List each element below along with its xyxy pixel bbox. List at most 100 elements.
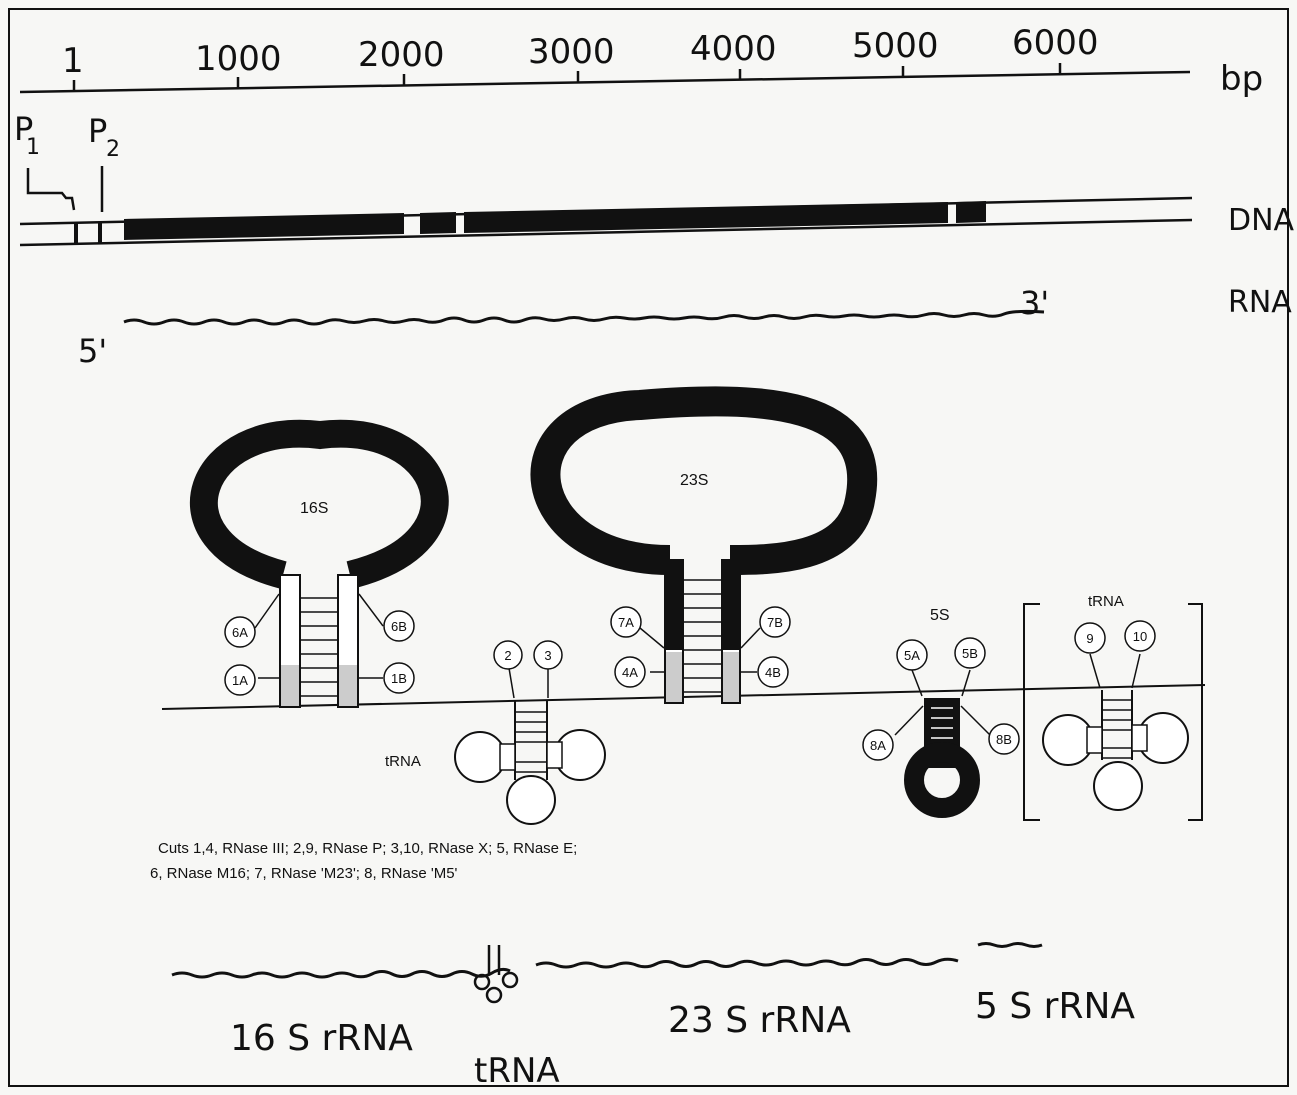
loop-16s-ring — [190, 419, 449, 589]
caption: Cuts 1,4, RNase III; 2,9, RNase P; 3,10,… — [150, 840, 577, 882]
svg-text:5A: 5A — [904, 648, 920, 663]
stem-16s-right-dotted — [339, 665, 357, 706]
scale-unit-label: bp — [1220, 59, 1263, 99]
trna-bracket-left — [1023, 603, 1040, 821]
bp-scale — [19, 63, 1191, 94]
transcript-5prime-label: 5' — [78, 332, 107, 370]
cut-site-5a: 5A — [896, 639, 928, 671]
cut-site-5b: 5B — [954, 637, 986, 669]
svg-text:9: 9 — [1086, 631, 1093, 646]
dna-strand-bottom — [19, 218, 1193, 247]
svg-text:1B: 1B — [391, 671, 407, 686]
stem-23s-left-dotted — [666, 652, 682, 702]
svg-text:4B: 4B — [765, 665, 781, 680]
svg-text:8B: 8B — [996, 732, 1012, 747]
svg-text:7A: 7A — [618, 615, 634, 630]
scale-label-1000: 1000 — [195, 39, 282, 79]
cut-site-labels: 6A 6B 1A 1B 2 3 7A 7B 4A 4B 5A 5B 8A 8B … — [224, 606, 1156, 761]
trna-spacer-anticodon-loop — [506, 775, 556, 825]
product-trna-glyph — [473, 945, 519, 1004]
primary-transcript: 5' 3' RNA — [78, 284, 1292, 370]
label-23s: 23S — [680, 472, 708, 489]
label-trna-distal: tRNA — [1088, 593, 1124, 610]
product-23s-label: 23 S rRNA — [668, 1000, 851, 1041]
scale-label-3000: 3000 — [528, 32, 615, 72]
trna-distal: tRNA — [1023, 593, 1203, 821]
promoter-p1: P 1 — [14, 110, 76, 211]
svg-text:2: 2 — [504, 648, 511, 663]
svg-text:P: P — [88, 112, 107, 150]
product-5s-label: 5 S rRNA — [975, 986, 1135, 1027]
product-23s-line — [535, 957, 959, 969]
dna-block-trna-spacer — [420, 212, 456, 234]
transcript-line — [123, 309, 1045, 326]
stem-16s-rungs — [300, 597, 338, 697]
product-16s-label: 16 S rRNA — [230, 1018, 413, 1059]
svg-text:3: 3 — [544, 648, 551, 663]
svg-text:6A: 6A — [232, 625, 248, 640]
stem-23s-rungs — [683, 579, 722, 693]
trna-bracket-right — [1188, 603, 1203, 821]
trna-spacer-left-loop — [454, 731, 506, 783]
dna-track: DNA — [19, 196, 1295, 247]
svg-text:7B: 7B — [767, 615, 783, 630]
label-trna-spacer: tRNA — [385, 753, 421, 770]
cut-site-6b: 6B — [383, 610, 415, 642]
scale-label-4000: 4000 — [690, 29, 777, 69]
cut-site-3: 3 — [533, 640, 563, 670]
rna-label: RNA — [1228, 285, 1292, 320]
cut-site-9: 9 — [1074, 622, 1106, 654]
label-16s: 16S — [300, 500, 328, 517]
svg-text:4A: 4A — [622, 665, 638, 680]
svg-text:8A: 8A — [870, 738, 886, 753]
caption-line-2: 6, RNase M16; 7, RNase 'M23'; 8, RNase '… — [150, 865, 458, 882]
cut-site-4b: 4B — [757, 656, 789, 688]
svg-text:10: 10 — [1133, 629, 1147, 644]
precursor-diagram: 16S 23S — [161, 386, 1206, 825]
dna-label: DNA — [1228, 203, 1295, 238]
svg-text:1: 1 — [26, 135, 40, 160]
product-16s-line — [171, 967, 511, 979]
cut-site-8b: 8B — [988, 723, 1020, 755]
loop-5s-ring — [904, 742, 980, 818]
product-5s-line — [977, 942, 1043, 948]
dna-block-16s — [124, 213, 404, 240]
trna-spacer: tRNA — [385, 700, 606, 825]
stem-23s-right-fill — [723, 560, 739, 650]
cut-arrows — [254, 593, 1141, 736]
dna-block-5s — [956, 201, 986, 223]
loop-5s: 5S — [904, 607, 980, 818]
label-5s: 5S — [930, 607, 950, 624]
cut-site-10: 10 — [1124, 620, 1156, 652]
svg-text:P: P — [14, 110, 33, 148]
product-trna-label: tRNA — [474, 1051, 560, 1091]
cut-site-1b: 1B — [383, 662, 415, 694]
svg-text:5B: 5B — [962, 646, 978, 661]
scale-label-1: 1 — [62, 41, 84, 81]
cut-site-1a: 1A — [224, 664, 256, 696]
stem-16s-left-dotted — [281, 665, 299, 706]
mature-products: 16 S rRNA tRNA 23 S rRNA 5 S rRNA — [171, 942, 1135, 1091]
promoter-p2: P 2 — [88, 112, 120, 212]
svg-text:2: 2 — [106, 137, 120, 162]
stem-23s-right-dotted — [723, 652, 739, 702]
loop-16s: 16S — [190, 419, 449, 708]
caption-line-1: Cuts 1,4, RNase III; 2,9, RNase P; 3,10,… — [158, 840, 577, 857]
cut-site-8a: 8A — [862, 729, 894, 761]
svg-text:1A: 1A — [232, 673, 248, 688]
promoter-p1-arrow — [26, 168, 76, 211]
transcript-3prime-label: 3' — [1020, 284, 1049, 322]
figure-border — [8, 8, 1289, 1087]
scale-label-2000: 2000 — [358, 35, 445, 75]
cut-site-6a: 6A — [224, 616, 256, 648]
loop-23s: 23S — [530, 386, 878, 704]
svg-text:6B: 6B — [391, 619, 407, 634]
cut-site-7b: 7B — [759, 606, 791, 638]
cut-site-7a: 7A — [610, 606, 642, 638]
cut-site-4a: 4A — [614, 656, 646, 688]
scale-axis-line — [19, 70, 1191, 94]
loop-23s-ring — [530, 386, 878, 575]
cut-site-2: 2 — [493, 640, 523, 670]
